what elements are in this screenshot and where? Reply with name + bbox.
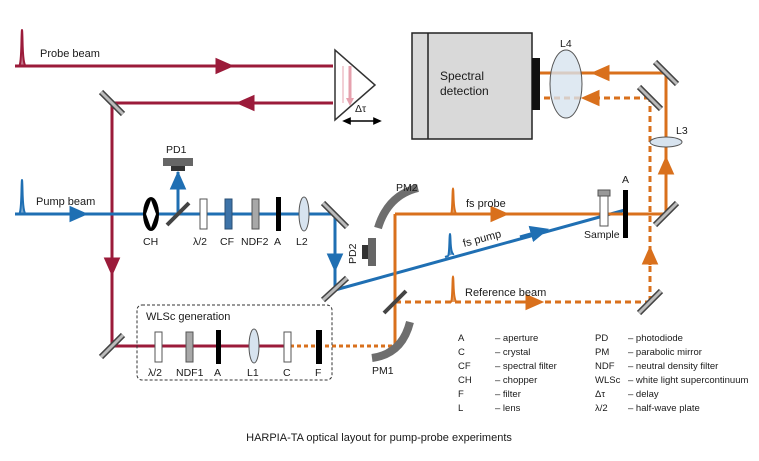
mirror-right-bottom-face <box>653 201 679 227</box>
photodiode-pd1[interactable] <box>163 158 193 171</box>
reference-beam-label: Reference beam <box>465 287 546 299</box>
wl-l1-label: L1 <box>247 367 259 379</box>
pump-beam-path <box>15 170 626 292</box>
legend-desc: – parabolic mirror <box>628 347 702 358</box>
fs-pump-pulse-icon <box>444 233 455 258</box>
legend-left: A – aperture C – crystal CF – spectral f… <box>458 333 557 414</box>
sample-label: Sample <box>584 229 620 241</box>
sample-aperture[interactable] <box>623 190 628 238</box>
legend-abbr: Δτ <box>595 389 605 400</box>
parabolic-mirror-pm1[interactable] <box>371 320 414 362</box>
wl-f-label: F <box>315 367 321 379</box>
wl-aperture[interactable] <box>216 330 221 364</box>
legend-desc: – lens <box>495 403 521 414</box>
legend-abbr: PM <box>595 347 609 358</box>
legend-desc: – neutral density filter <box>628 361 718 372</box>
probe-mirror-top-face <box>99 90 125 116</box>
chopper-label: CH <box>143 236 158 248</box>
legend-desc: – half-wave plate <box>628 403 700 414</box>
pump-aperture[interactable] <box>276 197 281 231</box>
probe-beam-label: Probe beam <box>40 48 100 60</box>
fs-probe-pulse-icon <box>448 187 458 215</box>
wl-lens-l1[interactable] <box>248 328 260 364</box>
spectral-detection-unit[interactable] <box>411 32 540 140</box>
legend-desc: – aperture <box>495 333 538 344</box>
legend-desc: – white light supercontinuum <box>628 375 748 386</box>
probe-mirror-bottom-face <box>99 333 125 359</box>
legend-desc: – crystal <box>495 347 530 358</box>
lens-l4[interactable] <box>549 49 583 119</box>
pd2-label: PD2 <box>347 243 359 264</box>
probe-pulse-icon <box>15 29 27 67</box>
pump-mirror-top-face <box>321 201 349 229</box>
legend-right: PD – photodiode PM – parabolic mirror ND… <box>595 333 748 414</box>
legend-abbr: CF <box>458 361 471 372</box>
lens-l3[interactable] <box>649 136 683 148</box>
legend-abbr: L <box>458 403 463 414</box>
legend-abbr: NDF <box>595 361 615 372</box>
wl-ndf1-label: NDF1 <box>176 367 204 379</box>
legend-desc: – chopper <box>495 375 537 386</box>
sample-cuvette[interactable] <box>597 189 611 227</box>
pump-half-wave-label: λ/2 <box>193 236 207 248</box>
wlsc-generation-box <box>136 304 333 381</box>
pump-mirror-bottom-face <box>321 276 349 302</box>
reference-beamsplitter <box>382 289 408 315</box>
delay-label: Δτ <box>355 103 367 115</box>
reference-pulse-icon <box>448 275 458 303</box>
pump-beamsplitter <box>165 201 191 227</box>
pump-ndf2-label: NDF2 <box>241 236 269 248</box>
wl-a-label: A <box>214 367 221 379</box>
delay-retroreflector[interactable] <box>334 48 377 122</box>
legend: A – aperture C – crystal CF – spectral f… <box>458 333 748 414</box>
figure-caption: HARPIA-TA optical layout for pump-probe … <box>246 432 512 444</box>
pump-beam-label: Pump beam <box>36 196 95 208</box>
legend-abbr: F <box>458 389 464 400</box>
pump-cf-label: CF <box>220 236 234 248</box>
wl-ndf1[interactable] <box>185 331 194 363</box>
pm2-label: PM2 <box>396 182 418 194</box>
legend-desc: – spectral filter <box>495 361 557 372</box>
wl-half-wave-label: λ/2 <box>148 367 162 379</box>
l3-label: L3 <box>676 125 688 137</box>
pump-lens-l2[interactable] <box>298 196 310 232</box>
fs-probe-label: fs probe <box>466 198 506 210</box>
l4-label: L4 <box>560 38 572 50</box>
sample-aperture-label: A <box>622 174 629 186</box>
legend-abbr: λ/2 <box>595 403 608 414</box>
mirror-right-top-face <box>653 60 679 86</box>
probe-beam-path <box>15 57 333 348</box>
pump-l2-label: L2 <box>296 236 308 248</box>
wlsc-generation-label: WLSc generation <box>146 311 230 323</box>
pump-ndf2[interactable] <box>251 198 260 230</box>
legend-abbr: CH <box>458 375 472 386</box>
wl-crystal[interactable] <box>283 331 292 363</box>
mirror-ref-bottom-face <box>637 289 663 315</box>
wl-c-label: C <box>283 367 291 379</box>
pump-pulse-icon <box>15 179 27 215</box>
wl-filter[interactable] <box>316 330 322 364</box>
spectral-detection-label-line1: Spectral <box>440 69 484 83</box>
legend-abbr: WLSc <box>595 375 621 386</box>
legend-desc: – filter <box>495 389 521 400</box>
pump-half-wave-plate[interactable] <box>199 198 208 230</box>
photodiode-pd2[interactable] <box>362 238 376 266</box>
pd1-label: PD1 <box>166 144 187 156</box>
mirror-ref-top-face <box>637 85 663 111</box>
legend-abbr: PD <box>595 333 608 344</box>
pm1-label: PM1 <box>372 365 394 377</box>
legend-desc: – delay <box>628 389 659 400</box>
legend-abbr: C <box>458 347 465 358</box>
wl-half-wave-plate[interactable] <box>154 331 163 363</box>
parabolic-mirror-pm2[interactable] <box>374 184 420 230</box>
spectral-detection-label-line2: detection <box>440 84 489 98</box>
chopper[interactable] <box>143 197 159 231</box>
pump-spectral-filter[interactable] <box>224 198 233 230</box>
legend-desc: – photodiode <box>628 333 683 344</box>
pump-a-label: A <box>274 236 281 248</box>
legend-abbr: A <box>458 333 465 344</box>
